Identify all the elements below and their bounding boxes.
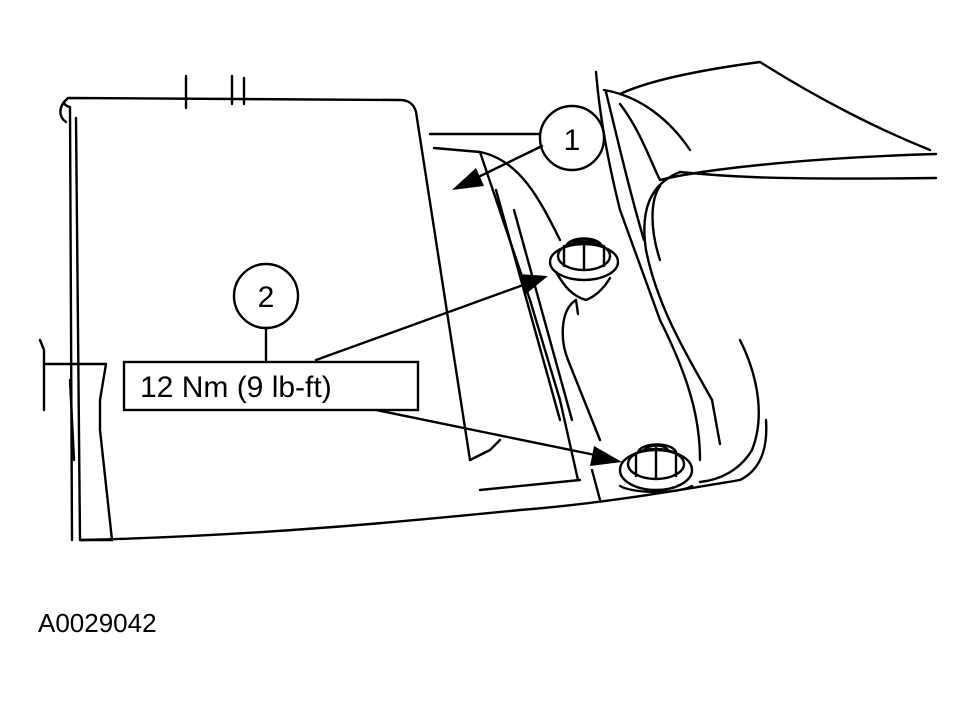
lower-bolt-arrowhead <box>590 446 622 466</box>
right-shroud <box>594 60 938 484</box>
callout-1-label: 1 <box>564 124 581 157</box>
callout-2: 2 <box>232 262 300 362</box>
left-panel <box>38 74 472 542</box>
upper-bolt <box>548 237 620 316</box>
callout-1-arrowhead <box>452 168 484 190</box>
figure-reference: A0029042 <box>38 608 157 638</box>
base-edge <box>78 418 768 542</box>
inner-channel <box>428 132 602 502</box>
upper-bolt-arrowhead <box>518 274 548 294</box>
torque-spec-box: 12 Nm (9 lb-ft) <box>122 360 420 412</box>
torque-spec-label: 12 Nm (9 lb-ft) <box>140 371 332 404</box>
torque-leaders <box>314 274 622 466</box>
callout-1: 1 <box>452 104 606 190</box>
callout-2-label: 2 <box>258 281 275 314</box>
lower-bolt <box>618 443 694 494</box>
